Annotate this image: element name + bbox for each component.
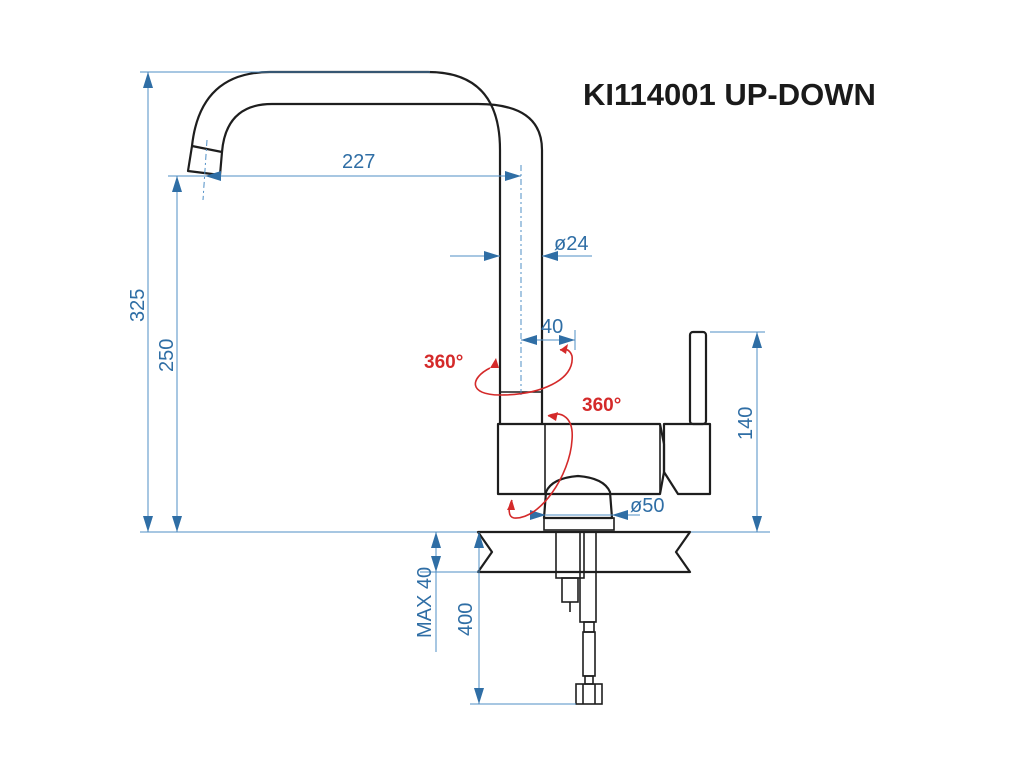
dimension-labels: 325 250 227 ø24 40 140 ø50 MAX 40 400 bbox=[127, 151, 757, 638]
countertop bbox=[140, 530, 770, 574]
dim-spout-height: 250 bbox=[156, 339, 178, 372]
body-rotation-label: 360° bbox=[582, 395, 621, 416]
lever-handle bbox=[688, 330, 708, 426]
dim-base-diameter: ø50 bbox=[630, 495, 664, 517]
spout-rotation-label: 360° bbox=[424, 352, 463, 373]
dim-max-thickness: MAX 40 bbox=[414, 567, 436, 638]
faucet-body bbox=[496, 422, 712, 520]
dim-pipe-diameter: ø24 bbox=[554, 233, 588, 255]
spout-rotation-indicator: 360° bbox=[424, 344, 573, 396]
dimension-lines bbox=[140, 71, 765, 705]
body-rotation-indicator: 360° bbox=[507, 395, 621, 519]
mounting-hardware bbox=[543, 517, 615, 705]
dim-total-height: 325 bbox=[127, 289, 149, 322]
dim-lever-height: 140 bbox=[735, 407, 757, 440]
spout bbox=[186, 70, 544, 424]
dim-pipe-offset: 40 bbox=[541, 316, 563, 338]
dim-hose-length: 400 bbox=[455, 603, 477, 636]
product-title: KI114001 UP-DOWN bbox=[583, 77, 876, 112]
dim-reach: 227 bbox=[342, 151, 375, 173]
